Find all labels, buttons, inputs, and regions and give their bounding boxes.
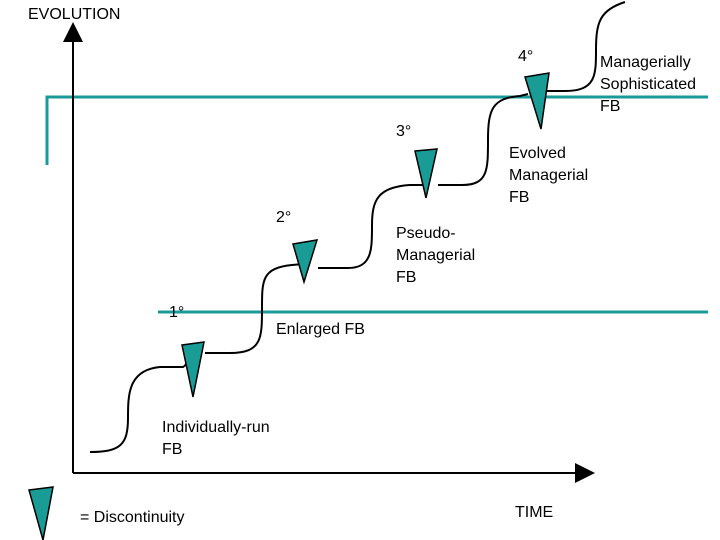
stage-5-label-line-3: FB bbox=[600, 98, 621, 115]
stage-1-label-line-1: Individually-run bbox=[162, 419, 270, 436]
stage-4-label: Evolved Managerial FB bbox=[509, 143, 588, 209]
discontinuity-triangle-icon bbox=[292, 239, 319, 285]
stage-3-label-line-2: Managerial bbox=[396, 247, 476, 264]
stage-4-label-line-2: Managerial bbox=[509, 167, 589, 184]
stage-3-label: Pseudo- Managerial FB bbox=[396, 223, 475, 289]
stage-4-label-line-3: FB bbox=[509, 189, 530, 206]
stage-2-label: Enlarged FB bbox=[276, 321, 365, 338]
legend-discontinuity-triangle-icon bbox=[28, 486, 54, 540]
discontinuity-triangle-icon bbox=[524, 72, 550, 130]
discontinuity-triangle-icon bbox=[414, 148, 438, 199]
discontinuity-triangle-icon bbox=[181, 341, 205, 398]
evolution-curve bbox=[89, 1, 626, 453]
stage-4-label-line-1: Evolved bbox=[509, 145, 566, 162]
stage-5-label: Managerially Sophisticated FB bbox=[600, 52, 696, 118]
legend-text: = Discontinuity bbox=[80, 509, 185, 526]
y-axis-label: EVOLUTION bbox=[28, 6, 121, 23]
upper-threshold-bracket bbox=[45, 95, 708, 165]
stage-1-degree: 1° bbox=[169, 304, 185, 321]
stage-5-label-line-1: Managerially bbox=[600, 54, 691, 71]
stage-5-label-line-2: Sophisticated bbox=[600, 76, 697, 93]
x-axis-label: TIME bbox=[515, 504, 554, 521]
stage-1-label: Individually-run FB bbox=[162, 417, 270, 461]
stage-1-label-line-2: FB bbox=[162, 441, 183, 458]
stage-4-degree: 4° bbox=[518, 48, 534, 65]
stage-3-degree: 3° bbox=[396, 123, 412, 140]
stage-3-label-line-3: FB bbox=[396, 269, 417, 286]
stage-3-label-line-1: Pseudo- bbox=[396, 225, 456, 242]
stage-2-degree: 2° bbox=[276, 209, 292, 226]
